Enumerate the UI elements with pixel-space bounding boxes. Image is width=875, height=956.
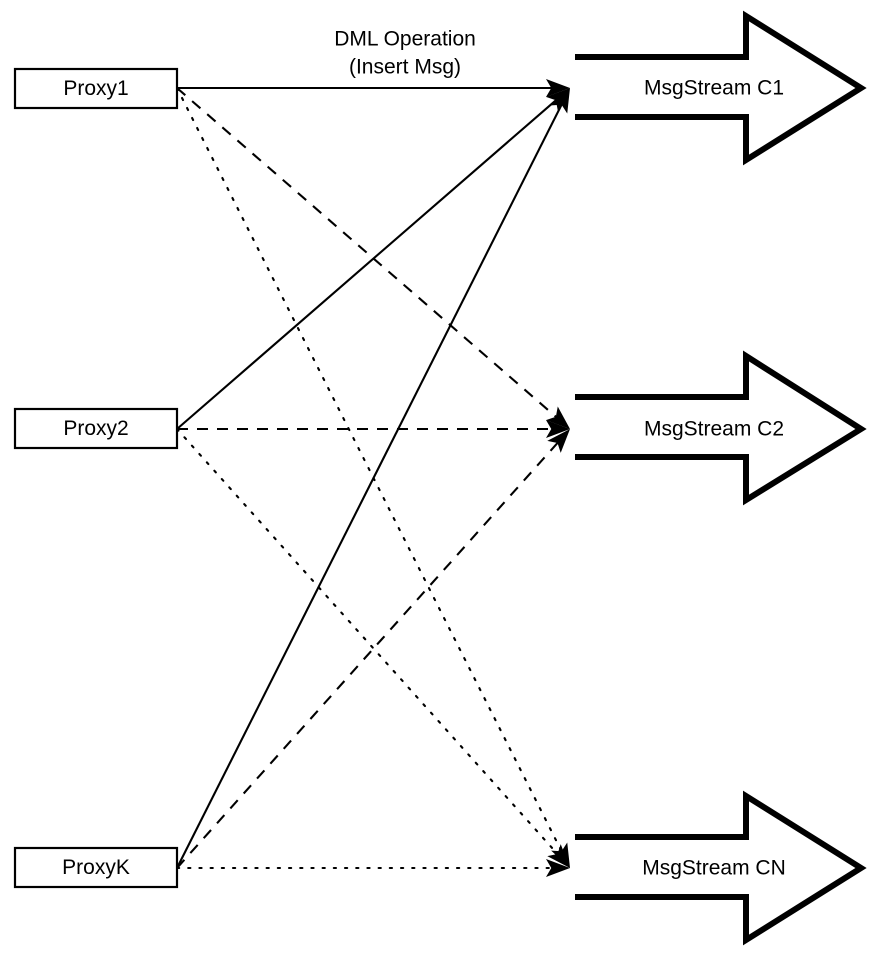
proxy-label-proxy2: Proxy2 [63, 417, 128, 440]
proxy-label-proxyk: ProxyK [62, 856, 130, 879]
stream-node-stream_c1[interactable]: MsgStream C1 [575, 10, 867, 166]
stream-arrow-shape-stream_cn [575, 790, 867, 946]
arrowheads-layer [545, 79, 570, 877]
arrowhead-proxy2-to-stream_c2 [546, 420, 570, 438]
edge-proxy1-to-stream_cn [175, 86, 567, 861]
caption-layer: DML Operation (Insert Msg) [334, 28, 476, 79]
stream-arrow-shape-stream_c1 [575, 10, 867, 166]
stream-node-stream_cn[interactable]: MsgStream CN [575, 790, 867, 946]
stream-label-stream_c2: MsgStream C2 [644, 418, 784, 441]
arrowhead-proxyk-to-stream_c2 [547, 429, 570, 453]
arrowhead-proxyk-to-stream_cn [546, 859, 570, 877]
proxy-node-proxyk[interactable]: ProxyK [13, 846, 179, 889]
proxy-box-proxyk [13, 846, 179, 889]
arrowhead-proxy2-to-stream_cn [547, 844, 570, 868]
stream-label-stream_c1: MsgStream C1 [644, 77, 784, 100]
stream-nodes-layer: MsgStream C1 MsgStream C2 MsgStream CN [575, 10, 867, 946]
stream-arrow-shape-stream_c2 [575, 350, 867, 506]
proxy-box-proxy1 [13, 67, 179, 110]
arrowhead-proxy1-to-stream_c2 [545, 406, 570, 429]
arrowhead-proxy1-to-stream_c1 [546, 79, 570, 97]
edge-proxy1-to-stream_c2 [176, 87, 564, 424]
proxy-node-proxy1[interactable]: Proxy1 [13, 67, 179, 110]
edge-proxyk-to-stream_c2 [176, 435, 565, 869]
proxy-node-proxy2[interactable]: Proxy2 [13, 407, 179, 450]
edge-proxyk-to-stream_c1 [176, 96, 567, 869]
edges-layer [175, 86, 567, 870]
edge-proxy2-to-stream_cn [175, 427, 565, 862]
proxy-label-proxy1: Proxy1 [63, 77, 128, 100]
dml-operation-caption-line1: DML Operation [334, 28, 476, 51]
arrowhead-proxyk-to-stream_c1 [551, 88, 570, 114]
edge-proxy2-to-stream_c1 [176, 93, 564, 430]
stream-node-stream_c2[interactable]: MsgStream C2 [575, 350, 867, 506]
proxy-box-proxy2 [13, 407, 179, 450]
stream-label-stream_cn: MsgStream CN [642, 857, 786, 880]
dml-operation-caption-line2: (Insert Msg) [349, 56, 461, 79]
